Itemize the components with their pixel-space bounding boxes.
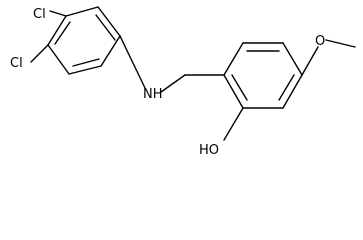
bond	[97, 6, 121, 37]
bond	[282, 74, 303, 109]
bond	[160, 74, 186, 93]
bond	[49, 10, 67, 17]
bond	[119, 35, 146, 89]
bond	[100, 35, 121, 67]
bond	[223, 74, 244, 109]
bond	[223, 107, 244, 141]
bonds	[30, 6, 356, 141]
bond	[47, 15, 67, 46]
atom-label-nh: NH	[143, 87, 163, 102]
bond	[223, 42, 244, 76]
bond	[282, 42, 303, 76]
structure-diagram: Cl Cl NH O HO	[10, 6, 356, 157]
atom-label-cl-left: Cl	[10, 56, 23, 71]
bond	[68, 65, 102, 75]
bond	[325, 39, 356, 48]
bond	[47, 44, 70, 75]
bond	[65, 6, 99, 17]
bond	[231, 74, 248, 101]
bond	[95, 14, 116, 41]
atom-labels: Cl Cl NH O HO	[10, 7, 325, 157]
bond	[30, 44, 49, 63]
atom-label-methoxy-o: O	[315, 34, 325, 49]
bond	[54, 21, 71, 45]
bond	[72, 58, 100, 67]
atom-label-hydroxyl: HO	[199, 143, 219, 157]
bond	[278, 74, 295, 101]
bond	[301, 46, 319, 76]
atom-label-cl-top: Cl	[33, 7, 46, 22]
